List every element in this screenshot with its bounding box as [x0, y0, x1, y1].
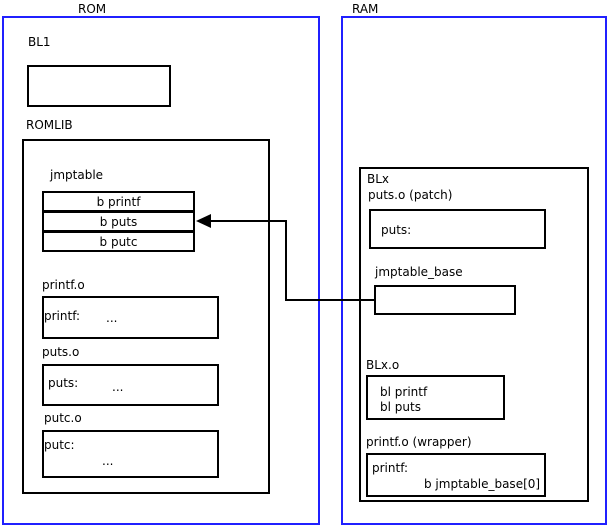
romlib-puts-o-line-0: puts:: [48, 376, 79, 390]
romlib-putc-o-box: putc: ...: [42, 430, 219, 478]
blx-o-line-0: bl printf: [380, 385, 428, 399]
arrow-left-icon: [196, 214, 211, 228]
connector-segment-top: [208, 220, 287, 222]
ram-region: [341, 16, 607, 525]
blx-printf-o-wrapper-line-1: b jmptable_base[0]: [424, 477, 541, 491]
jmptable-entry-0[interactable]: b printf: [42, 191, 195, 212]
blx-label: BLx: [367, 172, 390, 186]
blx-o-box: bl printf bl puts: [366, 375, 505, 420]
romlib-putc-o-line-1: ...: [102, 454, 114, 468]
romlib-puts-o-box: puts: ...: [42, 364, 219, 406]
romlib-putc-o-line-0: putc:: [44, 438, 75, 452]
romlib-printf-o-label: printf.o: [42, 278, 85, 292]
romlib-printf-o-line-0: printf:: [44, 309, 81, 323]
jmptable-entry-1[interactable]: b puts: [42, 211, 195, 232]
jmptable-entry-2[interactable]: b putc: [42, 231, 195, 252]
romlib-printf-o-box: printf: ...: [42, 296, 219, 339]
jmptable-label: jmptable: [50, 168, 104, 182]
ram-region-label: RAM: [352, 2, 379, 16]
blx-puts-o-patch-label: puts.o (patch): [368, 188, 453, 202]
blx-box: [359, 167, 589, 502]
blx-puts-o-patch-line-0: puts:: [381, 223, 412, 237]
jmptable-base-label: jmptable_base: [375, 265, 463, 279]
romlib-puts-o-label: puts.o: [42, 345, 80, 359]
blx-puts-o-patch-box: puts:: [369, 209, 546, 249]
rom-region: [2, 16, 320, 525]
jmptable-base-box[interactable]: [374, 285, 516, 315]
rom-region-label: ROM: [78, 2, 107, 16]
bl1-box: [27, 65, 171, 107]
connector-segment-vertical: [285, 220, 287, 301]
romlib-box: [22, 139, 270, 494]
blx-printf-o-wrapper-line-0: printf:: [372, 461, 409, 475]
romlib-printf-o-line-1: ...: [106, 311, 118, 325]
romlib-label: ROMLIB: [26, 118, 73, 132]
bl1-label: BL1: [28, 35, 51, 49]
connector-segment-bottom: [285, 299, 374, 301]
blx-o-label: BLx.o: [366, 358, 400, 372]
blx-o-line-1: bl puts: [380, 400, 421, 414]
blx-printf-o-wrapper-box: printf: b jmptable_base[0]: [366, 453, 546, 497]
romlib-putc-o-label: putc.o: [44, 411, 82, 425]
blx-printf-o-wrapper-label: printf.o (wrapper): [366, 435, 472, 449]
romlib-puts-o-line-1: ...: [112, 380, 124, 394]
